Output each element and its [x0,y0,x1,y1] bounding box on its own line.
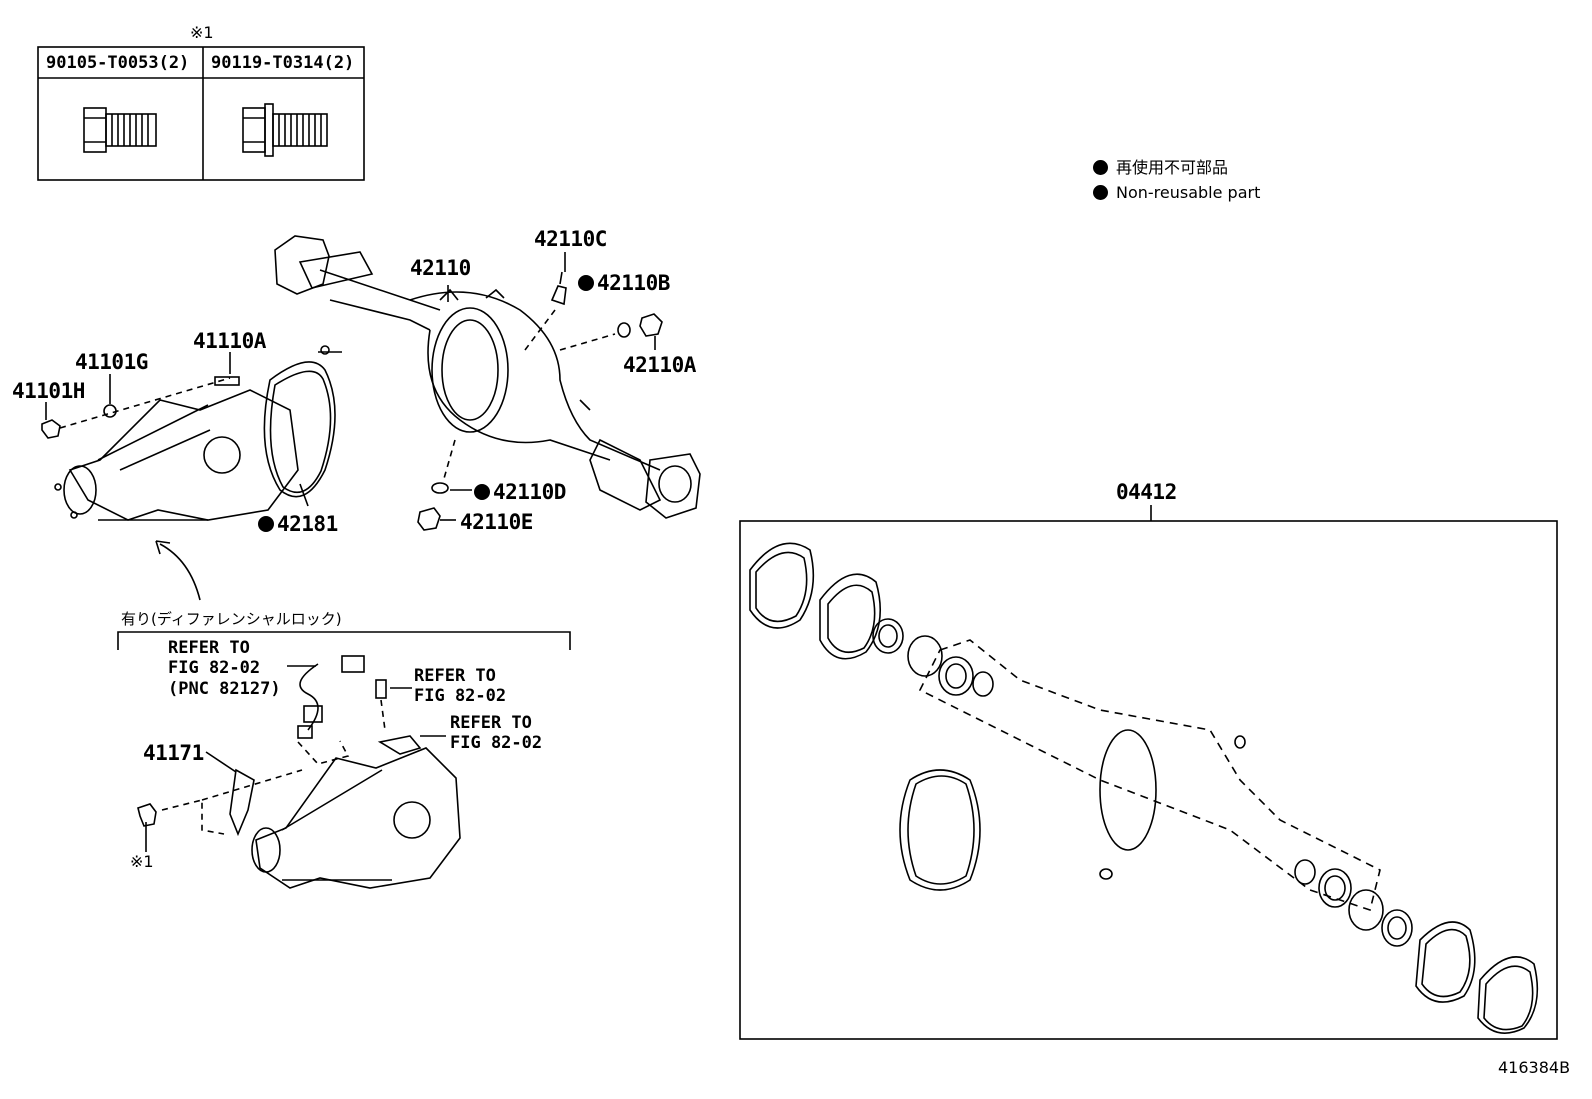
leader-line [524,309,556,351]
part-label: 42181 [258,514,338,535]
leader-line [161,769,303,835]
part-label: 42110A [623,353,696,377]
gasket-42110B [617,322,631,338]
leader-line [59,377,231,429]
legend-jp: 再使用不可部品 [1093,160,1228,176]
fastener-part-number: 90105-T0053(2) [46,53,190,73]
gasket-42110D [431,482,449,494]
washer-41101G [103,404,117,418]
leader-line [297,740,350,765]
part-label: 42110C [534,227,607,251]
differential-lock-carrier [251,747,461,889]
nut-41101H [41,419,61,439]
gasket-kit-frame [739,520,1558,1040]
bolt-icon [137,803,157,852]
bracket-41171 [229,768,255,837]
fastener-part-number: 90119-T0314(2) [211,53,355,73]
table-note-mark: ※1 [190,23,214,42]
non-reusable-icon [578,275,594,291]
note-mark: ※1 [130,852,154,871]
differential-carrier [54,389,299,521]
bolt-icon [83,107,157,153]
fastener-table [37,46,365,181]
figure-code: 416384B [1498,1058,1571,1077]
bullet-icon [1093,160,1108,175]
part-label: 04412 [1116,480,1177,504]
arrow-icon [155,540,201,601]
actuator-bracket [377,735,422,755]
non-reusable-icon [474,484,490,500]
breather-42110C [550,271,567,306]
part-label: 42110D [474,482,566,503]
part-label: 41171 [143,741,204,765]
leader-line [380,699,386,731]
plug-42110E [417,507,441,531]
harness-connector [297,655,365,739]
gasket-42181 [263,361,336,498]
leader-line [442,439,456,483]
bullet-icon [1093,185,1108,200]
bolt-icon [242,103,328,157]
non-reusable-icon [258,516,274,532]
part-label: 42110 [410,256,471,280]
stud-41110A [214,376,240,386]
axle-housing-42110 [274,235,701,519]
part-label: 42110E [460,510,533,534]
option-title: 有り(ディファレンシャルロック) [121,610,342,628]
gasket-kit-04412 [749,542,1539,1034]
plug-42110A [639,313,663,337]
legend-en: Non-reusable part [1093,185,1260,201]
part-label: 42110B [578,273,670,294]
leader-line [559,333,616,351]
part-label: 41101H [12,379,85,403]
part-label: 41110A [193,329,266,353]
part-label: 41101G [75,350,148,374]
switch-bolt [375,679,387,699]
leader-line [205,751,237,773]
option-bracket [117,631,571,650]
